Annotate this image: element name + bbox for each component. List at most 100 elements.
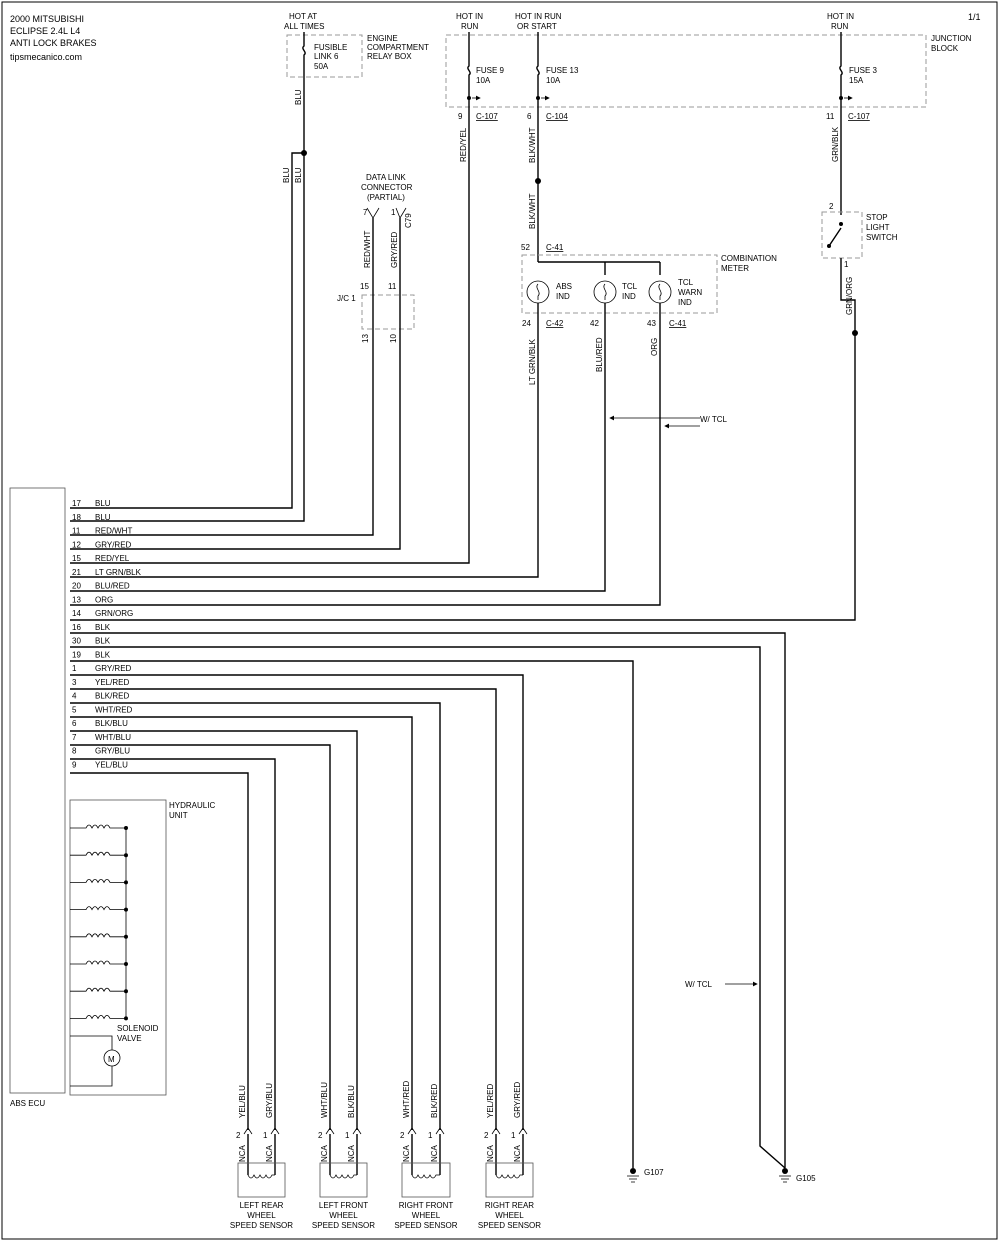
abs-ecu-label: ABS ECU [10, 1099, 45, 1108]
jb-pin-6: 6 [527, 112, 532, 121]
hydraulic-unit-box [69, 799, 167, 1096]
ecu-pin-wire-color: BLK [95, 623, 111, 632]
wire-yel-blu-lr [70, 772, 249, 1130]
splice-grn-org [852, 330, 858, 336]
w-tcl-label-meter: W/ TCL [700, 415, 728, 424]
wire-wht-red-rf [70, 716, 413, 1130]
sensor-pin-2: 2 [484, 1131, 489, 1140]
sensor-name-2: WHEEL [247, 1211, 276, 1220]
wire-label-grn-org: GRN/ORG [845, 277, 854, 315]
wire-blu-red [70, 303, 606, 592]
wire-blu-branch [70, 152, 304, 509]
sensor-wire-label-1: GRY/BLU [265, 1083, 274, 1118]
meter-pin-52: 52 [521, 243, 530, 252]
relay-box-label-2: COMPARTMENT [367, 43, 429, 52]
abs-filament [536, 283, 540, 300]
run-label-3: RUN [831, 22, 849, 31]
sensor-pin-1: 1 [511, 1131, 516, 1140]
solenoid-node [124, 1016, 128, 1021]
sensor-nca-label: NCA [265, 1144, 274, 1162]
pump-motor-letter: M [108, 1055, 115, 1064]
ecu-pin-number: 30 [72, 637, 81, 646]
sensor-coil-icon [329, 1174, 357, 1179]
solenoid-label-2: VALVE [117, 1034, 142, 1043]
switch-blade [828, 227, 842, 247]
sensor-pin-2: 2 [400, 1131, 405, 1140]
fuse9-terminal [467, 96, 471, 100]
meter-pin-24: 24 [522, 319, 531, 328]
hydraulic-label-2: UNIT [169, 811, 188, 820]
tcl-warn-label-1: TCL [678, 278, 694, 287]
hot-in-label-1: HOT IN [456, 12, 483, 21]
g107-ground-icon [627, 1175, 639, 1183]
fuse3-symbol [839, 32, 843, 100]
g105-point [782, 1168, 788, 1174]
wire-red-yel [70, 100, 470, 564]
ecu-pin-wire-color: YEL/BLU [95, 760, 128, 769]
sensor-pin-1: 1 [263, 1131, 268, 1140]
wire-wht-blu-lf [70, 744, 331, 1130]
ecu-pin-wire-color: GRY/BLU [95, 747, 130, 756]
stop-switch-outline [821, 211, 863, 259]
w-tcl-label-ground: W/ TCL [685, 980, 713, 989]
ecu-pin-wire-color: GRY/RED [95, 664, 132, 673]
sensor-nca-label: NCA [430, 1144, 439, 1162]
ecu-pin-number: 1 [72, 664, 77, 673]
sensor-nca-label: NCA [513, 1144, 522, 1162]
solenoid-coil-icon [70, 933, 126, 938]
sensor-name-1: LEFT REAR [240, 1201, 284, 1210]
sensor-name-1: RIGHT FRONT [399, 1201, 454, 1210]
combination-meter-outline [521, 254, 718, 314]
ecu-pin-wire-color: BLK/RED [95, 692, 129, 701]
ecu-pin-number: 12 [72, 540, 81, 549]
sensor-connector-symbol [325, 1127, 362, 1135]
tcl-ind-label-2: IND [622, 292, 636, 301]
dlc-conn: C79 [404, 213, 413, 228]
wire-label-blu-3: BLU [294, 167, 303, 183]
g107-point [630, 1168, 636, 1174]
hot-in-run-label: HOT IN RUN [515, 12, 562, 21]
sensor-leads [495, 1134, 524, 1175]
fuse13-amp: 10A [546, 76, 561, 85]
sensor-wire-label-2: YEL/BLU [238, 1085, 247, 1118]
dlc-pin-1: 1 [391, 208, 396, 217]
ecu-pin-wire-color: RED/WHT [95, 527, 132, 536]
wire-gry-blu-lr [70, 758, 276, 1130]
sensor-leads [411, 1134, 441, 1175]
tcl-ind-label-1: TCL [622, 282, 638, 291]
tcl-warn-label-3: IND [678, 298, 692, 307]
jb-pin-11: 11 [826, 112, 835, 121]
sensor-body [319, 1162, 368, 1198]
header-line3: ANTI LOCK BRAKES [10, 38, 97, 48]
ecu-pin-number: 8 [72, 747, 77, 756]
stop-switch-pin-1: 1 [844, 260, 849, 269]
hydraulic-label-1: HYDRAULIC [169, 801, 215, 810]
wire-yel-red-rr [70, 688, 497, 1130]
sensor-coil-icon [495, 1174, 523, 1179]
wire-gry-red-rr [70, 674, 524, 1130]
wire-label-blk-wht-1: BLK/WHT [528, 127, 537, 163]
jc1-label: J/C 1 [337, 294, 356, 303]
jc1-pin-10: 10 [389, 334, 398, 343]
page-number: 1/1 [968, 12, 981, 22]
fuse13-symbol [536, 32, 540, 100]
jc1-pin-15: 15 [360, 282, 369, 291]
ecu-pin-wire-color: RED/YEL [95, 554, 130, 563]
fuse3-amp: 15A [849, 76, 864, 85]
sensor-pin-2: 2 [318, 1131, 323, 1140]
wire-blk-blu-lf [70, 730, 358, 1130]
ecu-pin-number: 16 [72, 623, 81, 632]
g105-label: G105 [796, 1174, 816, 1183]
wire-blk-red-rf [70, 702, 441, 1130]
ecu-pin-number: 18 [72, 513, 81, 522]
switch-contact-top [839, 222, 843, 226]
fuse9-symbol [467, 32, 471, 100]
sensor-body [485, 1162, 534, 1198]
meter-label-1: COMBINATION [721, 254, 777, 263]
header-line2: ECLIPSE 2.4L L4 [10, 26, 80, 36]
sensor-coil-icon [411, 1174, 440, 1179]
wire-blk-19 [70, 660, 634, 1168]
